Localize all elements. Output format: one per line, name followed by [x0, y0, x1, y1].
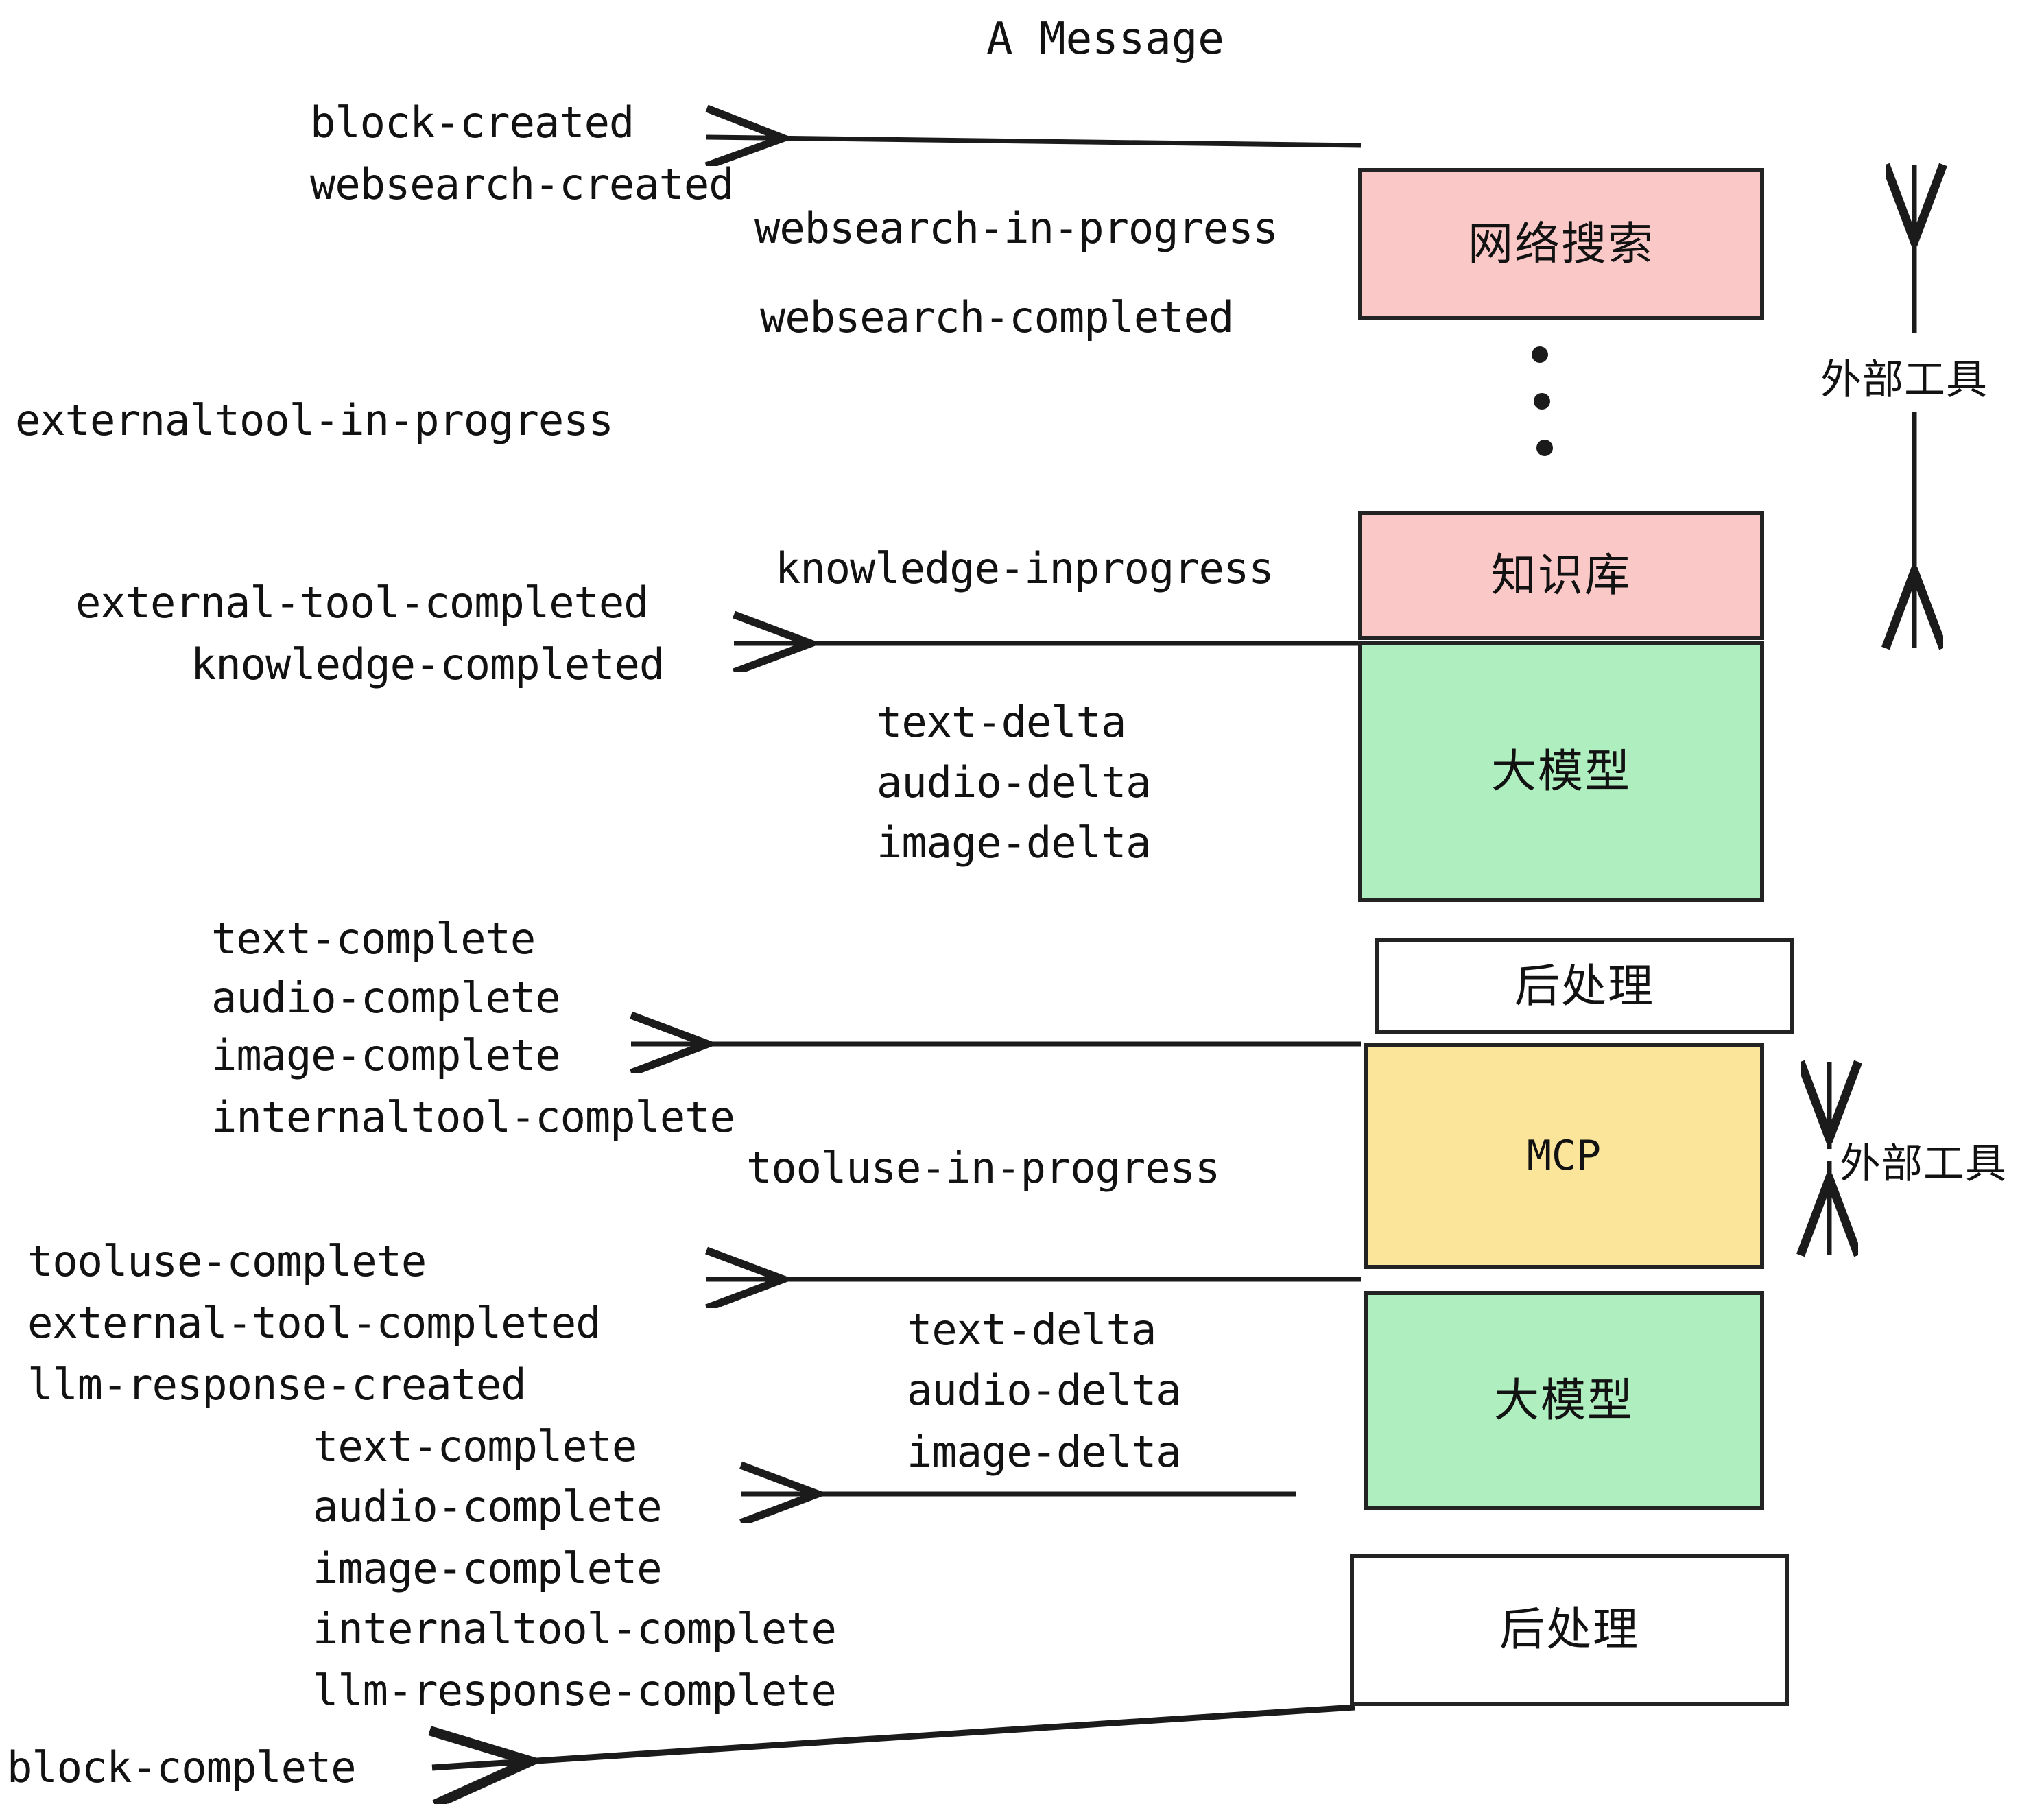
- side-label-external-tools-top: 外部工具: [1820, 356, 1988, 404]
- node-postprocess-first-label: 后处理: [1514, 960, 1654, 1012]
- event-external-tool-completed: external-tool-completed: [75, 578, 650, 628]
- event-websearch-completed: websearch-completed: [760, 292, 1234, 342]
- event-text-delta: text-delta: [877, 697, 1126, 747]
- node-web-search-label: 网络搜索: [1468, 217, 1654, 270]
- event-image-delta-2: image-delta: [907, 1427, 1182, 1477]
- event-knowledge-completed: knowledge-completed: [191, 639, 665, 689]
- event-externaltool-in-progress: externaltool-in-progress: [15, 395, 614, 445]
- event-text-delta-2: text-delta: [907, 1305, 1156, 1355]
- event-internaltool-complete-2: internaltool-complete: [313, 1604, 837, 1654]
- event-llm-response-created: llm-response-created: [27, 1360, 527, 1410]
- event-block-created: block-created: [310, 97, 634, 147]
- node-llm-first-label: 大模型: [1491, 745, 1631, 798]
- node-mcp[interactable]: MCP: [1364, 1043, 1764, 1269]
- node-knowledge-base-label: 知识库: [1491, 549, 1631, 602]
- node-knowledge-base[interactable]: 知识库: [1358, 511, 1764, 640]
- event-audio-complete: audio-complete: [211, 973, 561, 1023]
- node-postprocess-first[interactable]: 后处理: [1375, 938, 1794, 1034]
- page-title: A Message: [986, 14, 1224, 64]
- side-label-external-tools-bottom: 外部工具: [1840, 1140, 2007, 1188]
- event-llm-response-complete: llm-response-complete: [313, 1665, 837, 1716]
- node-postprocess-second-label: 后处理: [1499, 1603, 1639, 1656]
- event-tooluse-in-progress: tooluse-in-progress: [746, 1143, 1220, 1193]
- event-websearch-created: websearch-created: [310, 159, 735, 209]
- node-llm-first[interactable]: 大模型: [1358, 641, 1764, 902]
- node-llm-second-label: 大模型: [1494, 1374, 1634, 1427]
- event-audio-delta: audio-delta: [877, 757, 1152, 807]
- node-llm-second[interactable]: 大模型: [1364, 1291, 1764, 1510]
- event-image-complete-2: image-complete: [313, 1543, 663, 1593]
- arrow-post-to-block-complete: [432, 1704, 1355, 1768]
- event-block-complete: block-complete: [7, 1742, 357, 1792]
- event-image-delta: image-delta: [877, 818, 1152, 868]
- event-text-complete-2: text-complete: [313, 1421, 637, 1471]
- event-tooluse-complete: tooluse-complete: [27, 1236, 427, 1286]
- event-audio-delta-2: audio-delta: [907, 1365, 1182, 1415]
- vertical-ellipsis-icon: [1519, 346, 1560, 456]
- event-image-complete: image-complete: [211, 1030, 561, 1080]
- node-web-search[interactable]: 网络搜索: [1358, 168, 1764, 320]
- node-mcp-label: MCP: [1526, 1132, 1602, 1180]
- node-postprocess-second[interactable]: 后处理: [1350, 1554, 1789, 1706]
- event-internaltool-complete: internaltool-complete: [211, 1092, 735, 1142]
- event-audio-complete-2: audio-complete: [313, 1482, 663, 1532]
- event-external-tool-completed-2: external-tool-completed: [27, 1298, 602, 1348]
- event-websearch-in-progress: websearch-in-progress: [754, 203, 1279, 253]
- event-text-complete: text-complete: [211, 914, 536, 964]
- arrow-websearch-to-block-created: [706, 137, 1362, 145]
- event-knowledge-inprogress: knowledge-inprogress: [775, 543, 1274, 593]
